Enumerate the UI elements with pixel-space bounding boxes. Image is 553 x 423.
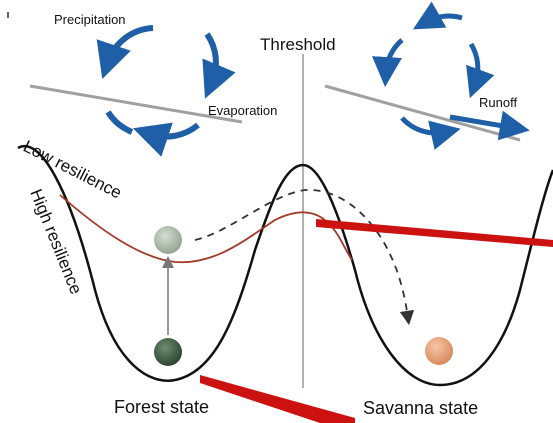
cycle-arrow-6 xyxy=(372,38,404,87)
runoff-label: Runoff xyxy=(479,95,517,110)
forest-state-label: Forest state xyxy=(114,397,209,417)
forest-water-cycle-icon xyxy=(29,25,243,157)
threshold-label: Threshold xyxy=(260,35,336,54)
cycle-arrow-1 xyxy=(96,25,154,80)
high-resilience-label: High resilience xyxy=(26,186,85,296)
precipitation-label: Precipitation xyxy=(54,12,126,27)
cycle-arrow-3 xyxy=(132,122,200,157)
forest-ball-high-resilience xyxy=(154,338,182,366)
savanna-state-label: Savanna state xyxy=(363,398,478,418)
cycle-arrow-8 xyxy=(400,116,461,150)
high-resilience-curve xyxy=(17,144,553,387)
forest-ball-low-resilience xyxy=(154,226,182,254)
transition-dashed-arrow xyxy=(194,189,415,326)
runoff-arrow xyxy=(449,110,530,141)
savanna-water-cycle-icon xyxy=(324,1,530,150)
red-bar-upper xyxy=(316,219,553,247)
low-resilience-curve xyxy=(59,194,353,264)
cycle-arrow-2 xyxy=(202,32,236,99)
forest-ground-line xyxy=(29,84,243,124)
savanna-ball xyxy=(425,337,453,365)
cycle-arrow-4 xyxy=(105,110,134,135)
savanna-ground-line xyxy=(324,84,521,142)
cycle-arrow-5 xyxy=(412,1,463,30)
red-bar-lower xyxy=(200,375,355,423)
cycle-arrow-7 xyxy=(466,42,495,99)
evaporation-label: Evaporation xyxy=(208,103,277,118)
